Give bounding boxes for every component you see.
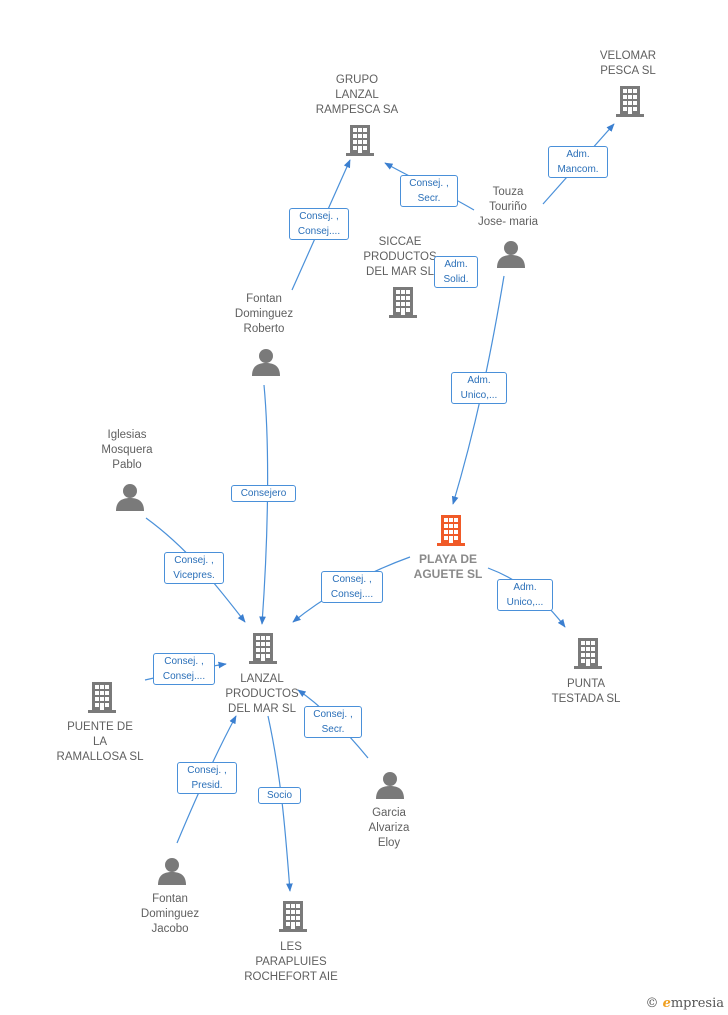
node-label-garcia[interactable]: Garcia Alvariza Eloy (368, 807, 410, 849)
node-label-lanzal-productos[interactable]: LANZAL PRODUCTOS DEL MAR SL (225, 673, 299, 715)
person-icon-touza[interactable] (497, 241, 525, 268)
edge-label-roberto-grupo[interactable]: Consej. , Consej.... (289, 208, 349, 240)
node-label-fontan-roberto[interactable]: Fontan Dominguez Roberto (234, 293, 294, 335)
node-label-touza[interactable]: Touza Touriño Jose- maria (477, 186, 539, 228)
node-label-velomar[interactable]: VELOMAR PESCA SL (599, 50, 657, 77)
edge-roberto-lanzal (259, 384, 269, 625)
edge-label-playa-punta[interactable]: Adm. Unico,... (497, 579, 553, 611)
person-icon-fontan-jacobo[interactable] (158, 858, 186, 885)
edge-label-touza-grupo[interactable]: Consej. , Secr. (400, 175, 458, 207)
edge-label-touza-playa[interactable]: Adm. Unico,... (451, 372, 507, 404)
edge-label-playa-lanzal[interactable]: Consej. , Consej.... (321, 571, 383, 603)
person-icon-garcia[interactable] (376, 772, 404, 799)
building-icon-grupo-lanzal[interactable] (346, 125, 374, 156)
building-icon-siccae[interactable] (389, 287, 417, 318)
building-icon-playa[interactable] (437, 515, 465, 546)
building-icon-punta[interactable] (574, 638, 602, 669)
building-icon-les-parapluies[interactable] (279, 901, 307, 932)
node-label-iglesias[interactable]: Iglesias Mosquera Pablo (101, 429, 153, 471)
edge-label-touza-velomar[interactable]: Adm. Mancom. (548, 146, 608, 178)
edge-label-touza-siccae[interactable]: Adm. Solid. (434, 256, 478, 288)
edge-label-jacobo-lanzal[interactable]: Consej. , Presid. (177, 762, 237, 794)
building-icon-puente[interactable] (88, 682, 116, 713)
brand-name: mpresia (670, 996, 724, 1011)
person-icon-iglesias[interactable] (116, 484, 144, 511)
edge-label-roberto-lanzal[interactable]: Consejero (231, 485, 296, 502)
node-label-fontan-jacobo[interactable]: Fontan Dominguez Jacobo (140, 893, 200, 935)
brand-logo[interactable]: © empresia (645, 996, 724, 1011)
edge-label-puente-lanzal[interactable]: Consej. , Consej.... (153, 653, 215, 685)
brand-initial: e (662, 996, 671, 1011)
edge-label-iglesias-lanzal[interactable]: Consej. , Vicepres. (164, 552, 224, 584)
building-icon-lanzal-productos[interactable] (249, 633, 277, 664)
node-label-punta[interactable]: PUNTA TESTADA SL (551, 678, 621, 705)
edge-label-garcia-lanzal[interactable]: Consej. , Secr. (304, 706, 362, 738)
node-label-grupo-lanzal[interactable]: GRUPO LANZAL RAMPESCA SA (315, 74, 399, 116)
edge-label-lanzal-les[interactable]: Socio (258, 787, 301, 804)
building-icon-velomar[interactable] (616, 86, 644, 117)
node-label-siccae[interactable]: SICCAE PRODUCTOS DEL MAR SL (363, 236, 437, 278)
person-icon-fontan-roberto[interactable] (252, 349, 280, 376)
copyright-symbol: © (645, 996, 659, 1011)
node-label-playa[interactable]: PLAYA DE AGUETE SL (413, 552, 483, 581)
node-label-puente[interactable]: PUENTE DE LA RAMALLOSA SL (56, 721, 144, 763)
edge-lanzal-les (267, 715, 293, 892)
node-label-les-parapluies[interactable]: LES PARAPLUIES ROCHEFORT AIE (244, 941, 338, 983)
